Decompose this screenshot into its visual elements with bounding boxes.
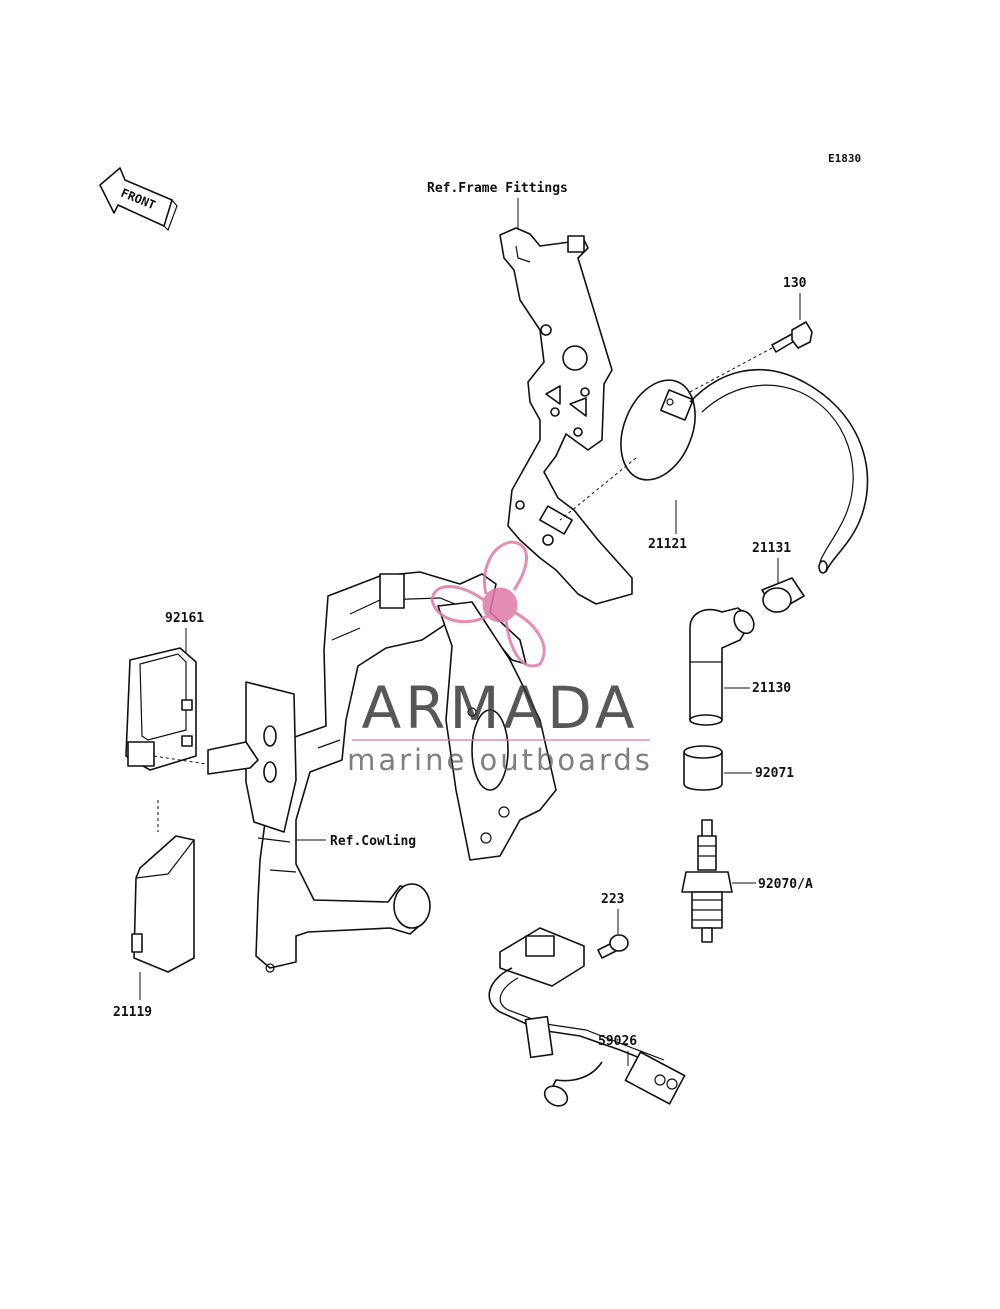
watermark-brand: ARMADA (361, 674, 638, 742)
callout-21130: 21130 (752, 681, 791, 696)
diagram-code: E1830 (828, 152, 861, 165)
front-arrow-icon: FRONT (99, 167, 178, 232)
ecu-case-92161 (125, 647, 207, 771)
ecu-unit-21119 (131, 800, 195, 973)
plug-cap-seal-21131 (761, 577, 805, 613)
bolt-223 (597, 934, 629, 959)
bolt-130 (689, 321, 813, 393)
callout-21119: 21119 (113, 1005, 152, 1020)
cap-92071 (683, 745, 723, 791)
cowling-frame (255, 571, 557, 973)
callout-ref-frame-fittings: Ref.Frame Fittings (427, 181, 568, 196)
callout-92070a: 92070/A (758, 877, 813, 892)
callout-21121: 21121 (648, 537, 687, 552)
callout-59026: 59026 (598, 1034, 637, 1049)
watermark-tagline: marine outboards (347, 743, 653, 777)
callout-21131: 21131 (752, 541, 791, 556)
callout-130: 130 (783, 276, 807, 291)
coil-bracket (499, 227, 633, 605)
ecu-mount-plate (207, 681, 297, 843)
callout-92071: 92071 (755, 766, 794, 781)
watermark: ARMADA marine outboards (347, 540, 653, 777)
propeller-logo-icon (430, 540, 546, 668)
callout-223: 223 (601, 892, 624, 907)
spark-plug-cap-21130 (689, 607, 755, 726)
callout-92161: 92161 (165, 611, 204, 626)
sensor-harness-59026 (488, 927, 686, 1107)
spark-plug-92070a (681, 819, 733, 943)
ignition-coil (559, 368, 869, 574)
callout-ref-cowling: Ref.Cowling (330, 834, 416, 849)
